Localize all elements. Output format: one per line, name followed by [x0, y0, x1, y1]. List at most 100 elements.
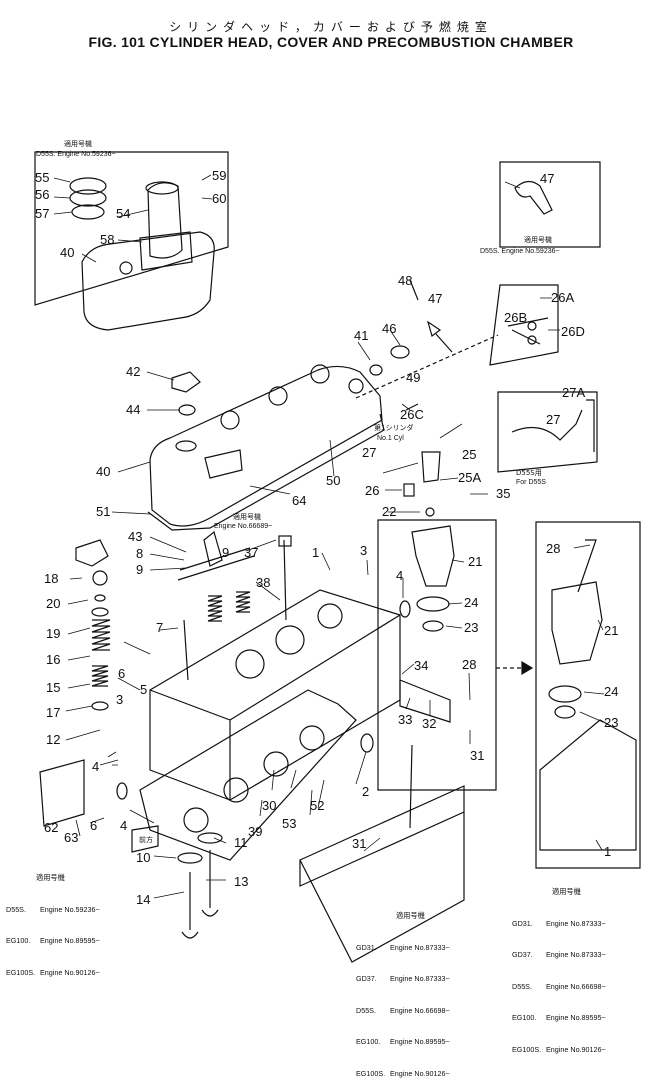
part-label-3b: 3 [116, 692, 123, 707]
applic-jp-top-right: 適用号機 [524, 235, 552, 244]
part-label-52: 52 [310, 798, 324, 813]
part-label-6b: 6 [90, 818, 97, 833]
part-label-12: 12 [46, 732, 60, 747]
part-label-6: 6 [118, 666, 125, 681]
part-label-7: 7 [156, 620, 163, 635]
inset-frame-top-right [499, 161, 601, 248]
inset-captions: 適用号機 D55S. Engine No.59236~ 適用号機 D55S. E… [36, 139, 560, 844]
exhaust-valve [181, 872, 199, 939]
note-text: Engine No.87333~ [390, 974, 450, 983]
part-label-38: 38 [256, 575, 270, 590]
note-text: Engine No.89595~ [390, 1037, 450, 1046]
note-model: GD31. [512, 918, 533, 928]
part-label-20: 20 [46, 596, 60, 611]
part-label-51: 51 [96, 504, 110, 519]
part-label-59: 59 [212, 168, 226, 183]
part-label-5: 5 [140, 682, 147, 697]
valve-cover [149, 365, 383, 527]
part-label-24-right: 24 [604, 684, 618, 699]
note-model: EG100. [6, 936, 31, 945]
note-row: D55S. Engine No.59236~ [6, 905, 100, 916]
note-model: D55S. [356, 1005, 376, 1015]
part-label-27: 27 [362, 445, 376, 460]
applic-top-right: D55S. Engine No.59236~ [480, 248, 560, 255]
part-label-14: 14 [136, 892, 150, 907]
note-text: Engine No.66698~ [390, 1005, 450, 1015]
part-label-23-right: 23 [604, 715, 618, 730]
part-label-30: 30 [262, 798, 276, 813]
note-text: Engine No.89595~ [546, 1013, 606, 1022]
part-label-31b: 31 [352, 836, 366, 851]
part-label-64: 64 [292, 493, 306, 508]
part-label-4c: 4 [120, 818, 127, 833]
part-label-25: 25 [462, 447, 476, 462]
note-row: EG100.Engine No.89595~ [356, 1037, 450, 1048]
part-label-26C: 26C [400, 407, 424, 422]
note-text: Engine No.87333~ [546, 950, 606, 959]
note-row: EG100. Engine No.89595~ [512, 1013, 606, 1024]
injector-box [377, 519, 497, 791]
part-label-28: 28 [462, 657, 476, 672]
applicability-note-left: 適用号機 D55S. Engine No.59236~ EG100. Engine … [6, 852, 100, 989]
inset-frame-top-left [34, 151, 229, 306]
part-label-32: 32 [422, 716, 436, 731]
note-text: Engine No.90126~ [546, 1044, 606, 1054]
part-label-18: 18 [44, 571, 58, 586]
cylinder-head [149, 589, 401, 801]
note-model: EG100S. [512, 1044, 542, 1054]
intake-valve [201, 850, 219, 917]
note-text: Engine No.59236~ [40, 904, 100, 914]
part-label-3a: 3 [360, 543, 367, 558]
part-label-1: 1 [312, 545, 319, 560]
figure-title-jp: シリンダヘッド，カバーおよび予燃焼室 [169, 20, 493, 34]
note-row: D55S. Engine No.66698~ [356, 1006, 450, 1017]
part-label-48: 48 [398, 273, 412, 288]
part-label-28-right: 28 [546, 541, 560, 556]
part-label-22: 22 [382, 504, 396, 519]
no1-cyl: No.1 Cyl [377, 435, 404, 442]
pushrods [183, 539, 287, 681]
applic-cover: Engine No.66689~ [214, 523, 272, 530]
part-label-43: 43 [128, 529, 142, 544]
note-model: EG100S. [356, 1068, 386, 1078]
part-label-21: 21 [468, 554, 482, 569]
note-text: Engine No.87333~ [546, 918, 606, 928]
part-label-49: 49 [406, 370, 420, 385]
note-text: Engine No.66698~ [546, 981, 606, 991]
part-label-21-right: 21 [604, 623, 618, 638]
part-label-54: 54 [116, 206, 130, 221]
inset-frame-27 [497, 391, 598, 473]
part-label-16: 16 [46, 652, 60, 667]
part-label-11: 11 [234, 835, 248, 850]
note-model: EG100S. [6, 967, 36, 977]
rocker-shaft [177, 547, 255, 581]
exploded-parts-diagram: 55 56 57 54 58 40 59 60 47 48 47 46 41 4… [34, 139, 641, 963]
note-heading: 適用号機 [36, 873, 65, 882]
part-label-35: 35 [496, 486, 510, 501]
note-model: D55S. [512, 981, 532, 991]
part-label-10: 10 [136, 850, 150, 865]
part-labels: 55 56 57 54 58 40 59 60 47 48 47 46 41 4… [35, 168, 618, 907]
note-model: D55S. [6, 904, 26, 914]
part-label-24: 24 [464, 595, 478, 610]
note-row: D55S. Engine No.66698~ [512, 982, 606, 993]
note-row: GD37.Engine No.87333~ [356, 974, 450, 985]
part-label-63: 63 [64, 830, 78, 845]
figure-title: FIG. 101 CYLINDER HEAD, COVER AND PRECOM… [88, 34, 574, 50]
part-label-46: 46 [382, 321, 396, 336]
leader-lines [53, 174, 605, 899]
applicability-note-right: 適用号機 GD31.Engine No.87333~ GD37.Engine N… [512, 866, 606, 1066]
note-heading: 適用号機 [396, 911, 425, 920]
part-label-41: 41 [354, 328, 368, 343]
part-label-2: 2 [362, 784, 369, 799]
plate-label: 前方 [139, 835, 153, 844]
note-row: GD31. Engine No.87333~ [512, 919, 606, 930]
part-label-40: 40 [96, 464, 110, 479]
part-label-53: 53 [282, 816, 296, 831]
part-label-4a: 4 [396, 568, 403, 583]
applic-jp-top-left: 適用号機 [64, 139, 92, 148]
for-d55s-jp: D55S用 [516, 469, 542, 477]
part-label-60: 60 [212, 191, 226, 206]
part-label-50: 50 [326, 473, 340, 488]
note-model: EG100. [512, 1013, 537, 1022]
